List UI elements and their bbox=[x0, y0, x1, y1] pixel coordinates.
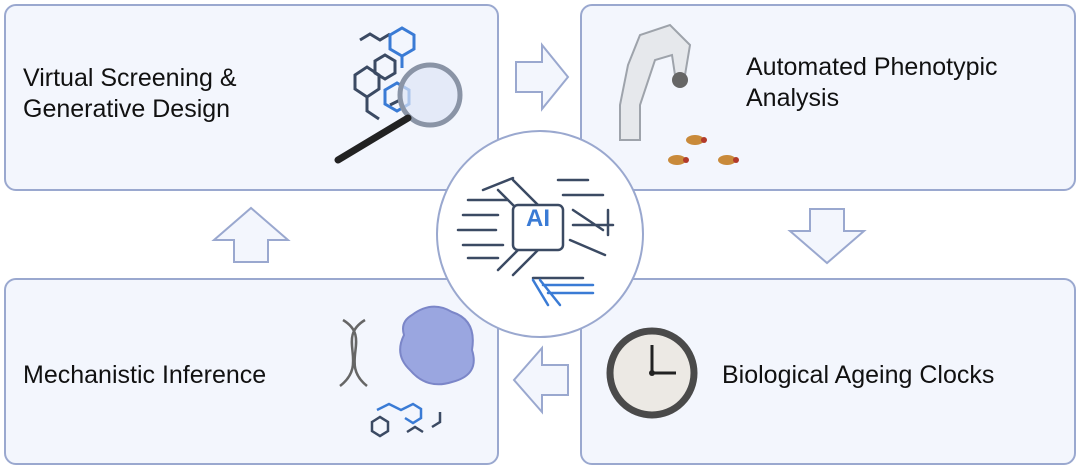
arrow-down-icon bbox=[787, 208, 867, 265]
small-molecules-icon bbox=[370, 402, 442, 438]
virtual-screening-label: Virtual Screening & Generative Design bbox=[23, 63, 237, 125]
magnifier-molecule-icon bbox=[334, 26, 463, 164]
clock-icon bbox=[606, 327, 698, 419]
robot-arm-icon bbox=[619, 23, 692, 141]
dna-icon bbox=[339, 318, 368, 387]
fruit-fly-icon bbox=[668, 135, 739, 165]
arrow-right-icon bbox=[515, 42, 570, 112]
arrow-up-icon bbox=[211, 206, 291, 263]
ai-label: AI bbox=[526, 205, 550, 232]
mechanistic-inference-label: Mechanistic Inference bbox=[23, 361, 267, 389]
arrow-left-icon bbox=[512, 345, 569, 415]
brain-circuit-icon bbox=[456, 176, 615, 307]
label-line: Generative Design bbox=[23, 95, 231, 123]
label-line: Automated Phenotypic bbox=[746, 53, 998, 81]
protein-icon bbox=[399, 305, 475, 386]
ai-hub bbox=[436, 130, 644, 338]
ageing-clocks-label: Biological Ageing Clocks bbox=[722, 361, 995, 389]
label-line: Analysis bbox=[746, 84, 840, 112]
label-line: Virtual Screening & bbox=[23, 64, 237, 92]
phenotypic-analysis-label: Automated Phenotypic Analysis bbox=[746, 52, 998, 114]
